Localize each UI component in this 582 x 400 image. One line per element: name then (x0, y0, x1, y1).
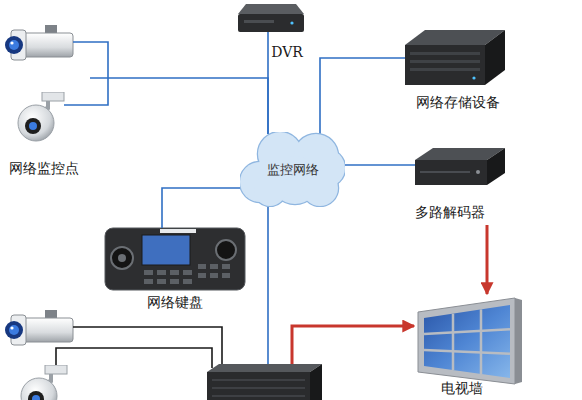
dome-camera (21, 365, 67, 400)
video-wall (418, 298, 515, 384)
storage-device (485, 30, 505, 85)
network-keyboard (144, 270, 153, 275)
dome-camera (18, 92, 64, 141)
camera-group: 网络监控点 (0, 22, 90, 180)
device-label: 网络存储设备 (405, 94, 510, 110)
storage-device (410, 52, 480, 55)
dvr-node: DVR (236, 0, 308, 62)
network-link (320, 58, 405, 134)
dvr-device (290, 21, 293, 24)
camera-wire (64, 42, 108, 105)
network-keyboard (222, 264, 230, 269)
storage-device (472, 76, 475, 79)
network-keyboard (105, 228, 245, 290)
rack-server (212, 380, 305, 396)
storage-device (410, 60, 480, 63)
decoder-node: 多路解码器 (415, 140, 507, 225)
network-keyboard (157, 279, 166, 284)
rack-server (207, 364, 322, 372)
dvr-device (238, 4, 304, 32)
network-keyboard (170, 270, 179, 275)
device-label: DVR (266, 44, 308, 60)
video-wall (480, 309, 483, 374)
cloud-fill (254, 174, 286, 206)
rack-server (310, 364, 322, 400)
network-keyboard (198, 264, 206, 269)
bullet-camera (5, 25, 73, 60)
video-wall (424, 305, 510, 378)
network-keyboard (170, 279, 179, 284)
network-link (267, 62, 269, 134)
dvr-device (238, 14, 304, 32)
decoder-device (415, 160, 487, 185)
camera-cable (56, 348, 212, 368)
video-wall (452, 314, 455, 370)
network-keyboard (142, 235, 190, 265)
video-wall (418, 298, 522, 384)
video-wall (424, 329, 510, 334)
network-wire (267, 200, 269, 364)
storage-device (410, 68, 480, 71)
device-label: 电视墙 (410, 380, 514, 396)
camera-cable (56, 327, 222, 368)
network-keyboard (198, 273, 206, 278)
dome-camera (21, 365, 67, 400)
network-keyboard (105, 228, 245, 290)
network-link (162, 188, 241, 228)
network-link (90, 78, 268, 134)
network-cloud: 监控网络 (240, 132, 345, 207)
cloud-label: 监控网络 (240, 162, 345, 178)
storage-node: 网络存储设备 (405, 22, 510, 114)
network-keyboard (210, 273, 218, 278)
network-keyboard (183, 279, 192, 284)
decoder-device (476, 170, 480, 174)
device-label: 网络键盘 (100, 294, 250, 310)
storage-device (405, 30, 505, 85)
keyboard-node: 网络键盘 (100, 228, 250, 314)
decoder-device (415, 148, 505, 185)
device-label: 多路解码器 (400, 204, 500, 220)
network-link (344, 164, 415, 166)
dome-camera (18, 92, 64, 141)
storage-device (405, 45, 485, 85)
dvr-device (244, 20, 274, 23)
video-signal-arrow (292, 326, 414, 364)
video-signal-arrow (486, 225, 489, 294)
bullet-camera (5, 310, 73, 345)
video-wall-node: 电视墙 (410, 294, 526, 400)
device-label: 网络监控点 (0, 160, 88, 176)
decoder-device (487, 148, 505, 185)
connector-layer (90, 58, 487, 294)
network-keyboard (216, 240, 236, 260)
network-keyboard (160, 229, 196, 233)
network-wire (267, 32, 269, 62)
rack-server (207, 364, 322, 400)
video-wall (515, 298, 522, 384)
network-keyboard (111, 247, 133, 269)
cloud-outline (254, 174, 286, 206)
network-keyboard (144, 264, 230, 284)
network-keyboard (222, 273, 230, 278)
network-keyboard (183, 270, 192, 275)
video-wall (424, 309, 510, 374)
bullet-camera (5, 310, 73, 345)
network-keyboard (157, 270, 166, 275)
bullet-camera (5, 25, 73, 60)
rack-server (207, 372, 310, 400)
network-keyboard (118, 254, 126, 262)
network-keyboard (144, 279, 153, 284)
dvr-device (238, 4, 304, 14)
network-keyboard (210, 264, 218, 269)
video-wall (424, 350, 510, 354)
decoder-device (420, 171, 470, 173)
camera-wire (64, 42, 108, 105)
